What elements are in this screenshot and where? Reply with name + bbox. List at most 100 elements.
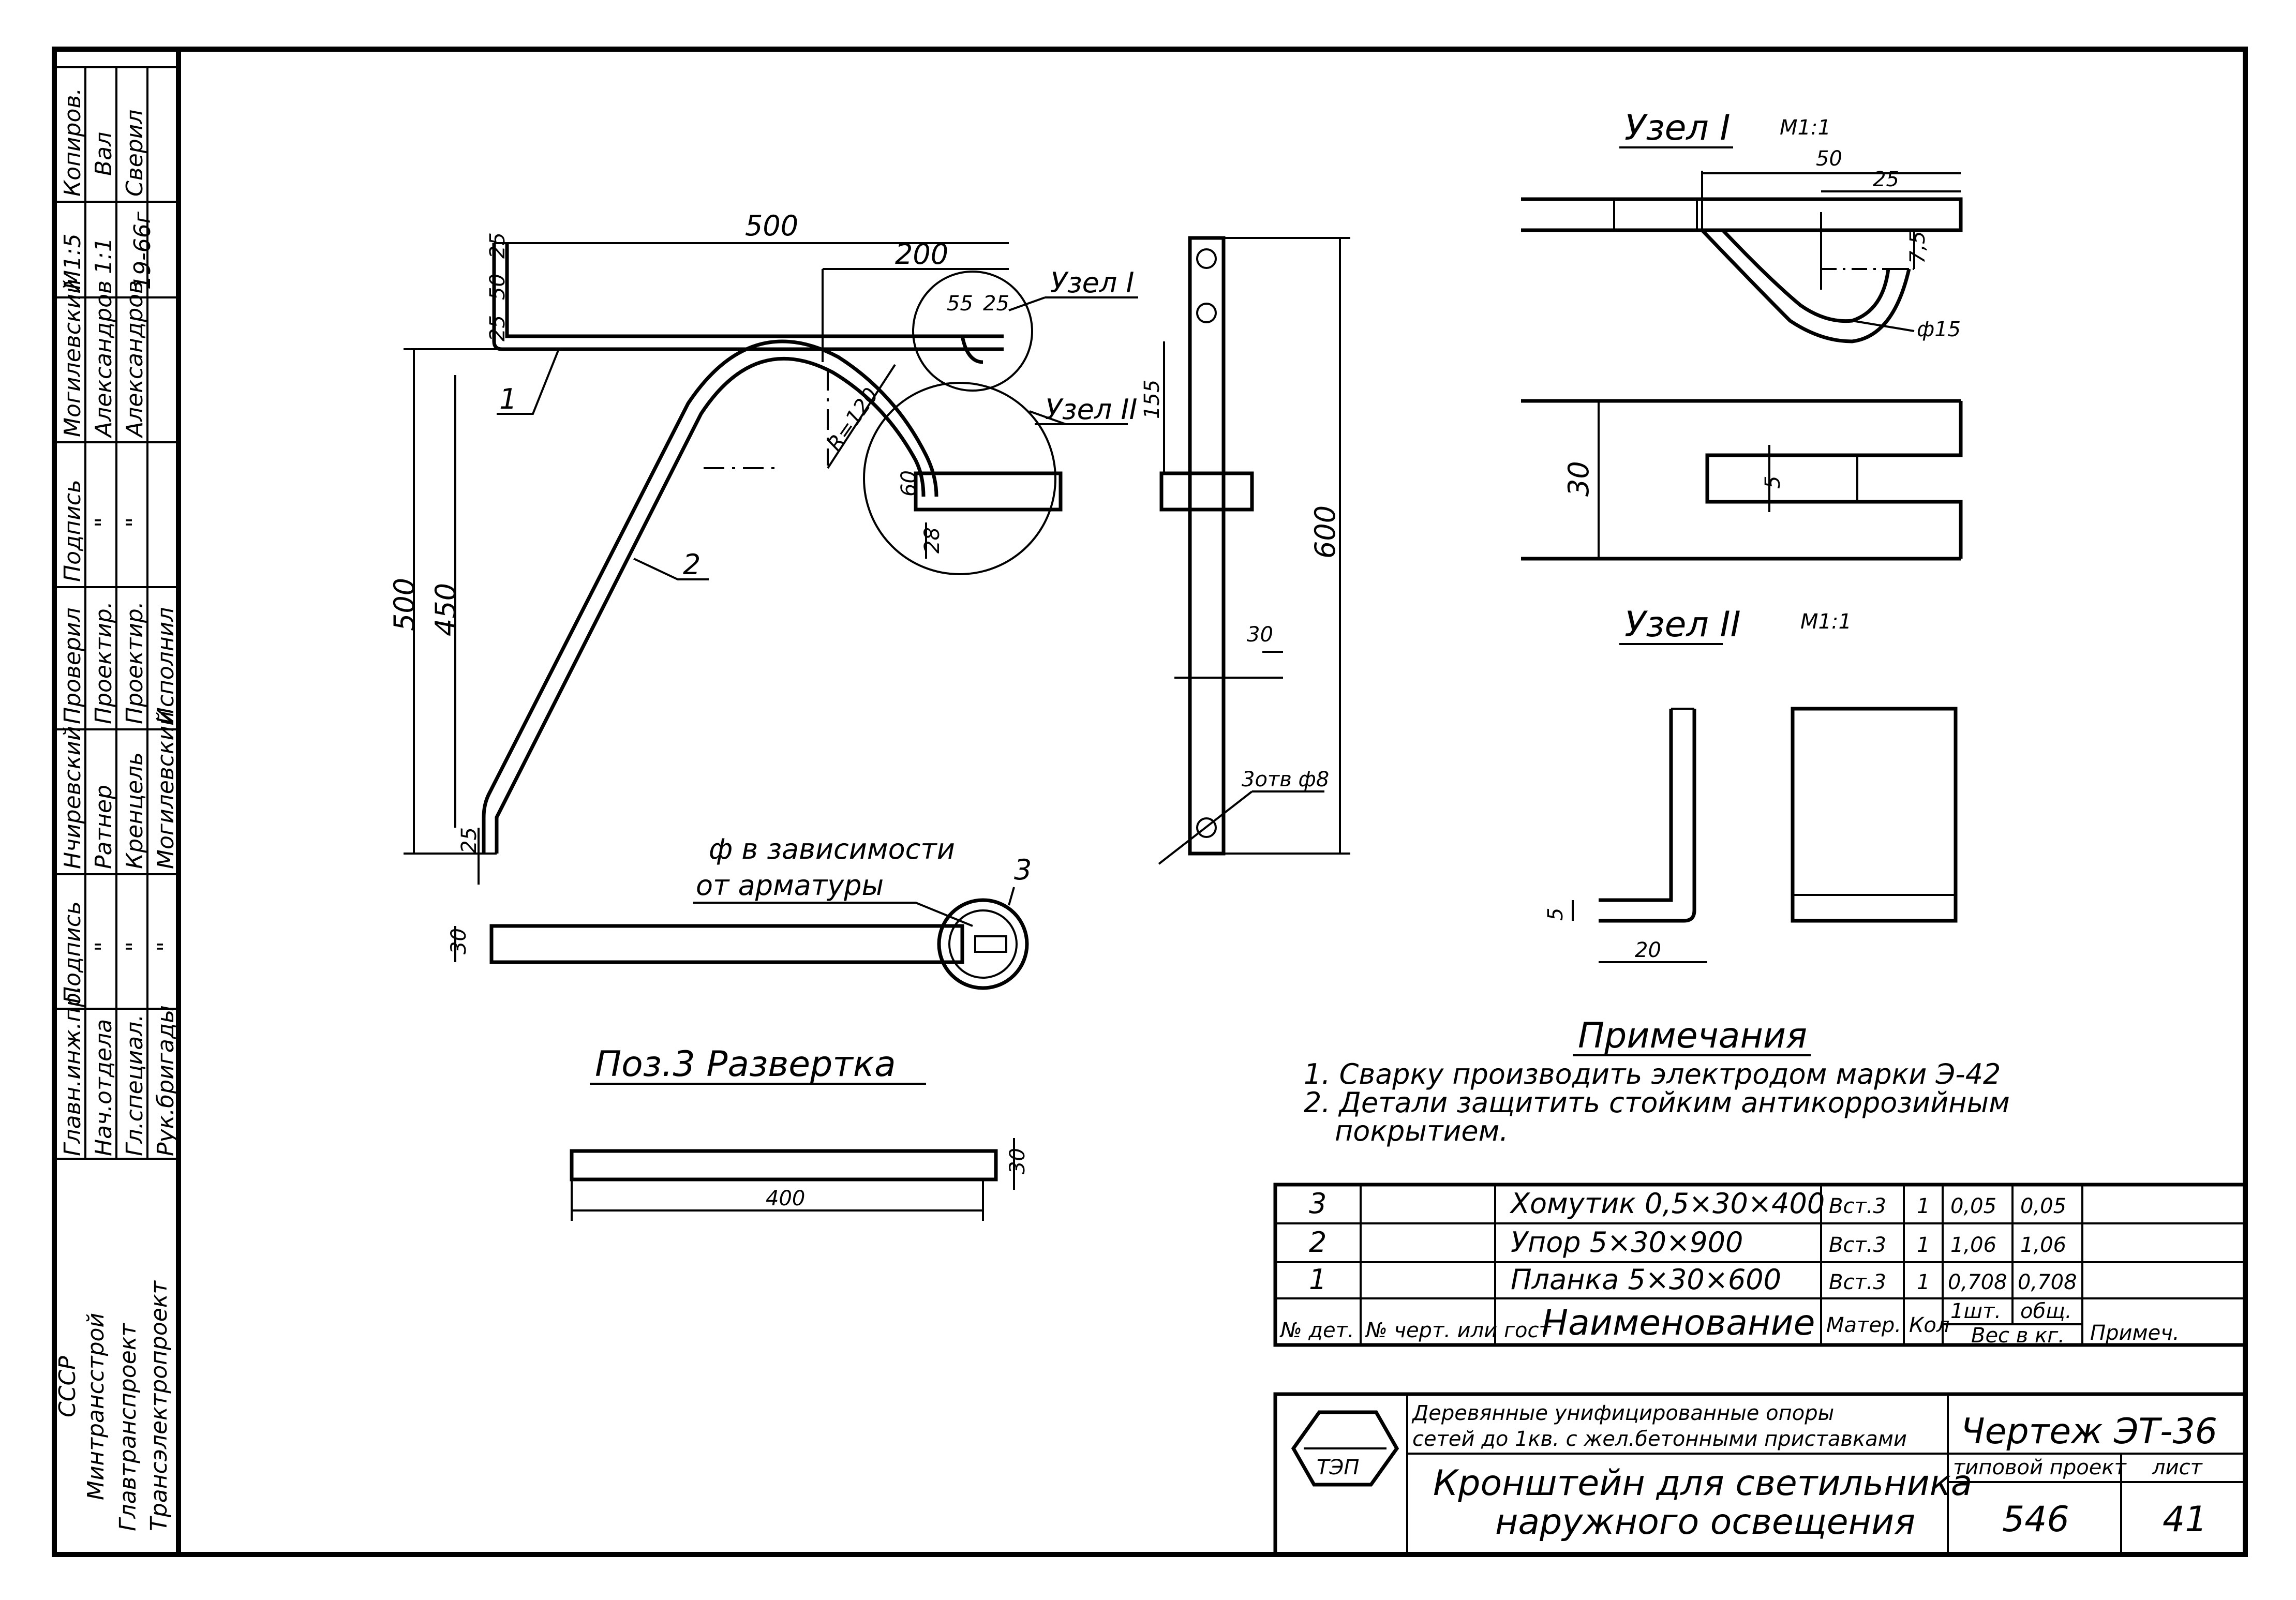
node1-view: Узел I М1:1 50 25 7,5 ф15 30 5 xyxy=(1521,108,1963,561)
stamp-head-2: Проектир. xyxy=(122,601,148,724)
sheet-value: 41 xyxy=(2163,1499,2208,1540)
stamp-name3-0: Могилевский xyxy=(59,279,86,437)
stamp-head-0: Проверил xyxy=(59,607,86,724)
node1-dia: ф15 xyxy=(1917,318,1961,341)
node1-dim-30: 30 xyxy=(1562,461,1595,497)
notes: Примечания 1. Сварку производить электро… xyxy=(1304,1015,2010,1147)
stamp-last-2: Сверил xyxy=(122,110,148,197)
stamp-role-1: Нач.отдела xyxy=(91,1019,117,1156)
dim-450: 450 xyxy=(429,583,462,636)
dim-200: 200 xyxy=(895,238,948,271)
stamp-name-1: Ратнер xyxy=(91,785,117,869)
clamp-note-2: от арматуры xyxy=(696,869,884,902)
hdr-mat: Матер. xyxy=(1826,1313,1901,1337)
pos2-label: 2 xyxy=(683,548,700,581)
dim-28: 28 xyxy=(920,527,944,554)
stamp-scale-1: 1:1 xyxy=(91,237,117,274)
stamp-sign-3: " xyxy=(153,941,179,952)
stamp-name-2: Кренцель xyxy=(122,752,148,869)
node1-dim-50: 50 xyxy=(1816,147,1842,171)
stamp-sign-2: " xyxy=(122,941,148,952)
side-holes: 3отв ф8 xyxy=(1242,768,1329,791)
dim-25d: 25 xyxy=(457,827,481,854)
dim-25b: 25 xyxy=(486,232,510,259)
node1-dim-75: 7,5 xyxy=(1906,231,1930,264)
row-1-pos: 2 xyxy=(1309,1226,1326,1259)
node1-title: Узел I xyxy=(1624,108,1731,148)
stamp-sign-0: Подпись xyxy=(59,901,86,1004)
node1-dim-25: 25 xyxy=(1873,168,1899,191)
clamp-note-1: ф в зависимости xyxy=(709,833,955,865)
stamp-org-1: Минтрансстрой xyxy=(83,1313,109,1500)
stamp-sig-2: " xyxy=(122,517,148,528)
stamp-sig-1: " xyxy=(91,517,117,528)
hdr-note: Примеч. xyxy=(2090,1321,2180,1345)
hdr-ref: № черт. или гост xyxy=(1365,1319,1552,1342)
sheet-label: лист xyxy=(2152,1456,2203,1479)
stamp-last-0: Копиров. xyxy=(59,88,86,197)
stamp-head-1: Проектир. xyxy=(91,601,117,724)
dim-60: 60 xyxy=(897,470,921,497)
hdr-weight: Вес в кг. xyxy=(1971,1324,2065,1348)
clamp-dim-30: 30 xyxy=(447,928,471,954)
row-2-name: Планка 5×30×600 xyxy=(1511,1263,1781,1296)
org-logo: ТЭП xyxy=(1291,1410,1399,1487)
row-1-mat: Вст.3 xyxy=(1829,1233,1886,1257)
stamp-name-3: Могилевский xyxy=(153,711,179,869)
title-block: ТЭП Деревянные унифицированные опоры сет… xyxy=(1273,1392,2247,1557)
clamp-view: 30 ф в зависимости от арматуры 3 xyxy=(447,833,1032,990)
stamp-name3-1: Александров xyxy=(91,280,117,439)
hdr-w1: 1шт. xyxy=(1950,1299,2001,1323)
notes-line1: 1. Сварку производить электродом марки Э… xyxy=(1304,1058,2001,1090)
development-title: Поз.3 Развертка xyxy=(595,1044,896,1085)
side-stamp: СССР Минтрансстрой Главтранспроект Транс… xyxy=(54,66,179,1531)
dim-50: 50 xyxy=(486,274,510,300)
stamp-sign-1: " xyxy=(91,941,117,952)
row-1-w1: 1,06 xyxy=(1950,1233,1996,1257)
drawing-title-1: Кронштейн для светильника xyxy=(1433,1463,1972,1504)
hdr-pos: № дет. xyxy=(1279,1319,1354,1342)
stamp-scale-2: 19-66г xyxy=(129,211,156,290)
row-2-mat: Вст.3 xyxy=(1829,1270,1886,1294)
stamp-org-3: Трансэлектропроект xyxy=(146,1280,172,1531)
side-dim-30: 30 xyxy=(1247,623,1273,647)
row-0-qty: 1 xyxy=(1917,1194,1930,1218)
node1-callout: Узел I xyxy=(1050,266,1134,299)
hdr-qty: Кол xyxy=(1909,1313,1949,1337)
stamp-head-3: Исполнил xyxy=(153,607,179,724)
stamp-org-2: Главтранспроект xyxy=(115,1323,141,1531)
drawing-number: Чертеж ЭТ-36 xyxy=(1961,1411,2217,1452)
typ-project-value: 546 xyxy=(2002,1499,2069,1540)
radius-label: R=120 xyxy=(823,384,884,456)
dim-25c: 25 xyxy=(486,315,510,341)
row-0-w2: 0,05 xyxy=(2020,1194,2066,1218)
stamp-last-1: Вал xyxy=(91,132,117,176)
node2-dim-20: 20 xyxy=(1635,938,1661,962)
dim-25a: 25 xyxy=(983,292,1009,316)
main-view: 1 2 R=120 500 200 55 25 25 50 25 xyxy=(388,210,1138,885)
row-1-qty: 1 xyxy=(1917,1233,1930,1257)
logo-text: ТЭП xyxy=(1317,1456,1359,1479)
hdr-w2: общ. xyxy=(2020,1299,2072,1323)
stamp-sig-0: Подпись xyxy=(59,480,86,582)
spec-table: 3 Хомутик 0,5×30×400 Вст.3 1 0,05 0,05 2… xyxy=(1273,1183,2247,1348)
row-0-name: Хомутик 0,5×30×400 xyxy=(1509,1187,1825,1220)
dim-top-500: 500 xyxy=(745,210,798,242)
stamp-role-0: Главн.инж.пр. xyxy=(59,985,86,1156)
side-view: 155 600 30 3отв ф8 xyxy=(1140,236,1350,865)
node1-dim-5: 5 xyxy=(1761,476,1785,489)
drawing-title-2: наружного освещения xyxy=(1495,1502,1915,1543)
row-2-qty: 1 xyxy=(1917,1270,1930,1294)
project-line2: сетей до 1кв. с жел.бетонными приставкам… xyxy=(1412,1427,1907,1451)
row-1-name: Упор 5×30×900 xyxy=(1511,1226,1743,1259)
stamp-name3-2: Александров xyxy=(122,280,148,439)
notes-line3: покрытием. xyxy=(1335,1115,1509,1147)
node2-view: Узел II М1:1 5 20 xyxy=(1544,604,1958,963)
row-0-mat: Вст.3 xyxy=(1829,1194,1886,1218)
side-dim-155: 155 xyxy=(1140,380,1164,419)
dev-length: 400 xyxy=(766,1187,805,1210)
stamp-scale-0: М1:5 xyxy=(59,233,86,290)
typ-project-label: типовой проект xyxy=(1953,1456,2127,1479)
node2-title: Узел II xyxy=(1624,604,1741,645)
dim-500v: 500 xyxy=(388,578,421,631)
